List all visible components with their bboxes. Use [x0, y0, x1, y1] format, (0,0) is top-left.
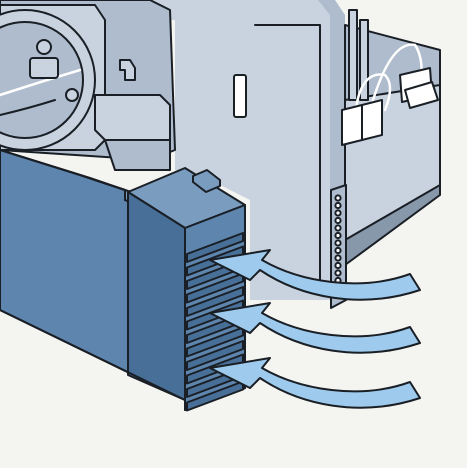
motor-cable-lower: [0, 99, 56, 116]
connector-icon: [341, 43, 439, 146]
cover-handle: [192, 169, 221, 193]
terminal-screw: [334, 239, 342, 247]
terminal-screw: [334, 269, 342, 277]
cover-box-side: [127, 191, 186, 401]
louvre-slat: [186, 380, 244, 412]
terminal-screw: [334, 216, 342, 225]
motor-cable-highlight: [0, 68, 82, 97]
airflow-arrow-icon: [209, 302, 421, 354]
terminal-screw: [334, 254, 342, 262]
housing-slot: [233, 74, 247, 118]
clamp-bolt: [36, 39, 52, 55]
airflow-arrow-icon: [209, 357, 421, 409]
elbow-fitting: [119, 59, 136, 81]
terminal-screw: [334, 209, 342, 217]
cable-clamp: [29, 57, 59, 79]
connector-block-2: [361, 99, 383, 141]
terminal-screw: [334, 246, 342, 255]
airflow-arrow-group: [209, 249, 421, 409]
terminal-screw: [334, 224, 342, 232]
flange-step-2: [104, 139, 171, 171]
terminal-screw: [334, 231, 342, 240]
pipe-2: [359, 19, 369, 101]
louvre-slat: [186, 286, 244, 317]
clamp-bolt-2: [65, 88, 79, 102]
cable-loop-1-white: [353, 73, 392, 117]
louvre-slat: [186, 340, 244, 371]
terminal-icon: [330, 184, 347, 309]
terminal-screw: [334, 201, 342, 210]
airflow-arrow-icon: [209, 249, 421, 301]
louvre-slat: [186, 232, 244, 263]
connector-block-1: [341, 104, 363, 146]
housing-panel-line: [254, 24, 321, 291]
housing-main-face: [175, 0, 330, 300]
louvre-slat: [186, 326, 244, 358]
motor-icon: [0, 0, 176, 171]
terminal-screw: [334, 194, 342, 202]
pipe-1: [348, 9, 358, 101]
louvre-slat: [186, 272, 244, 304]
connector-jack: [404, 81, 439, 109]
flange-step-1: [94, 94, 171, 141]
terminal-screw: [334, 261, 342, 270]
